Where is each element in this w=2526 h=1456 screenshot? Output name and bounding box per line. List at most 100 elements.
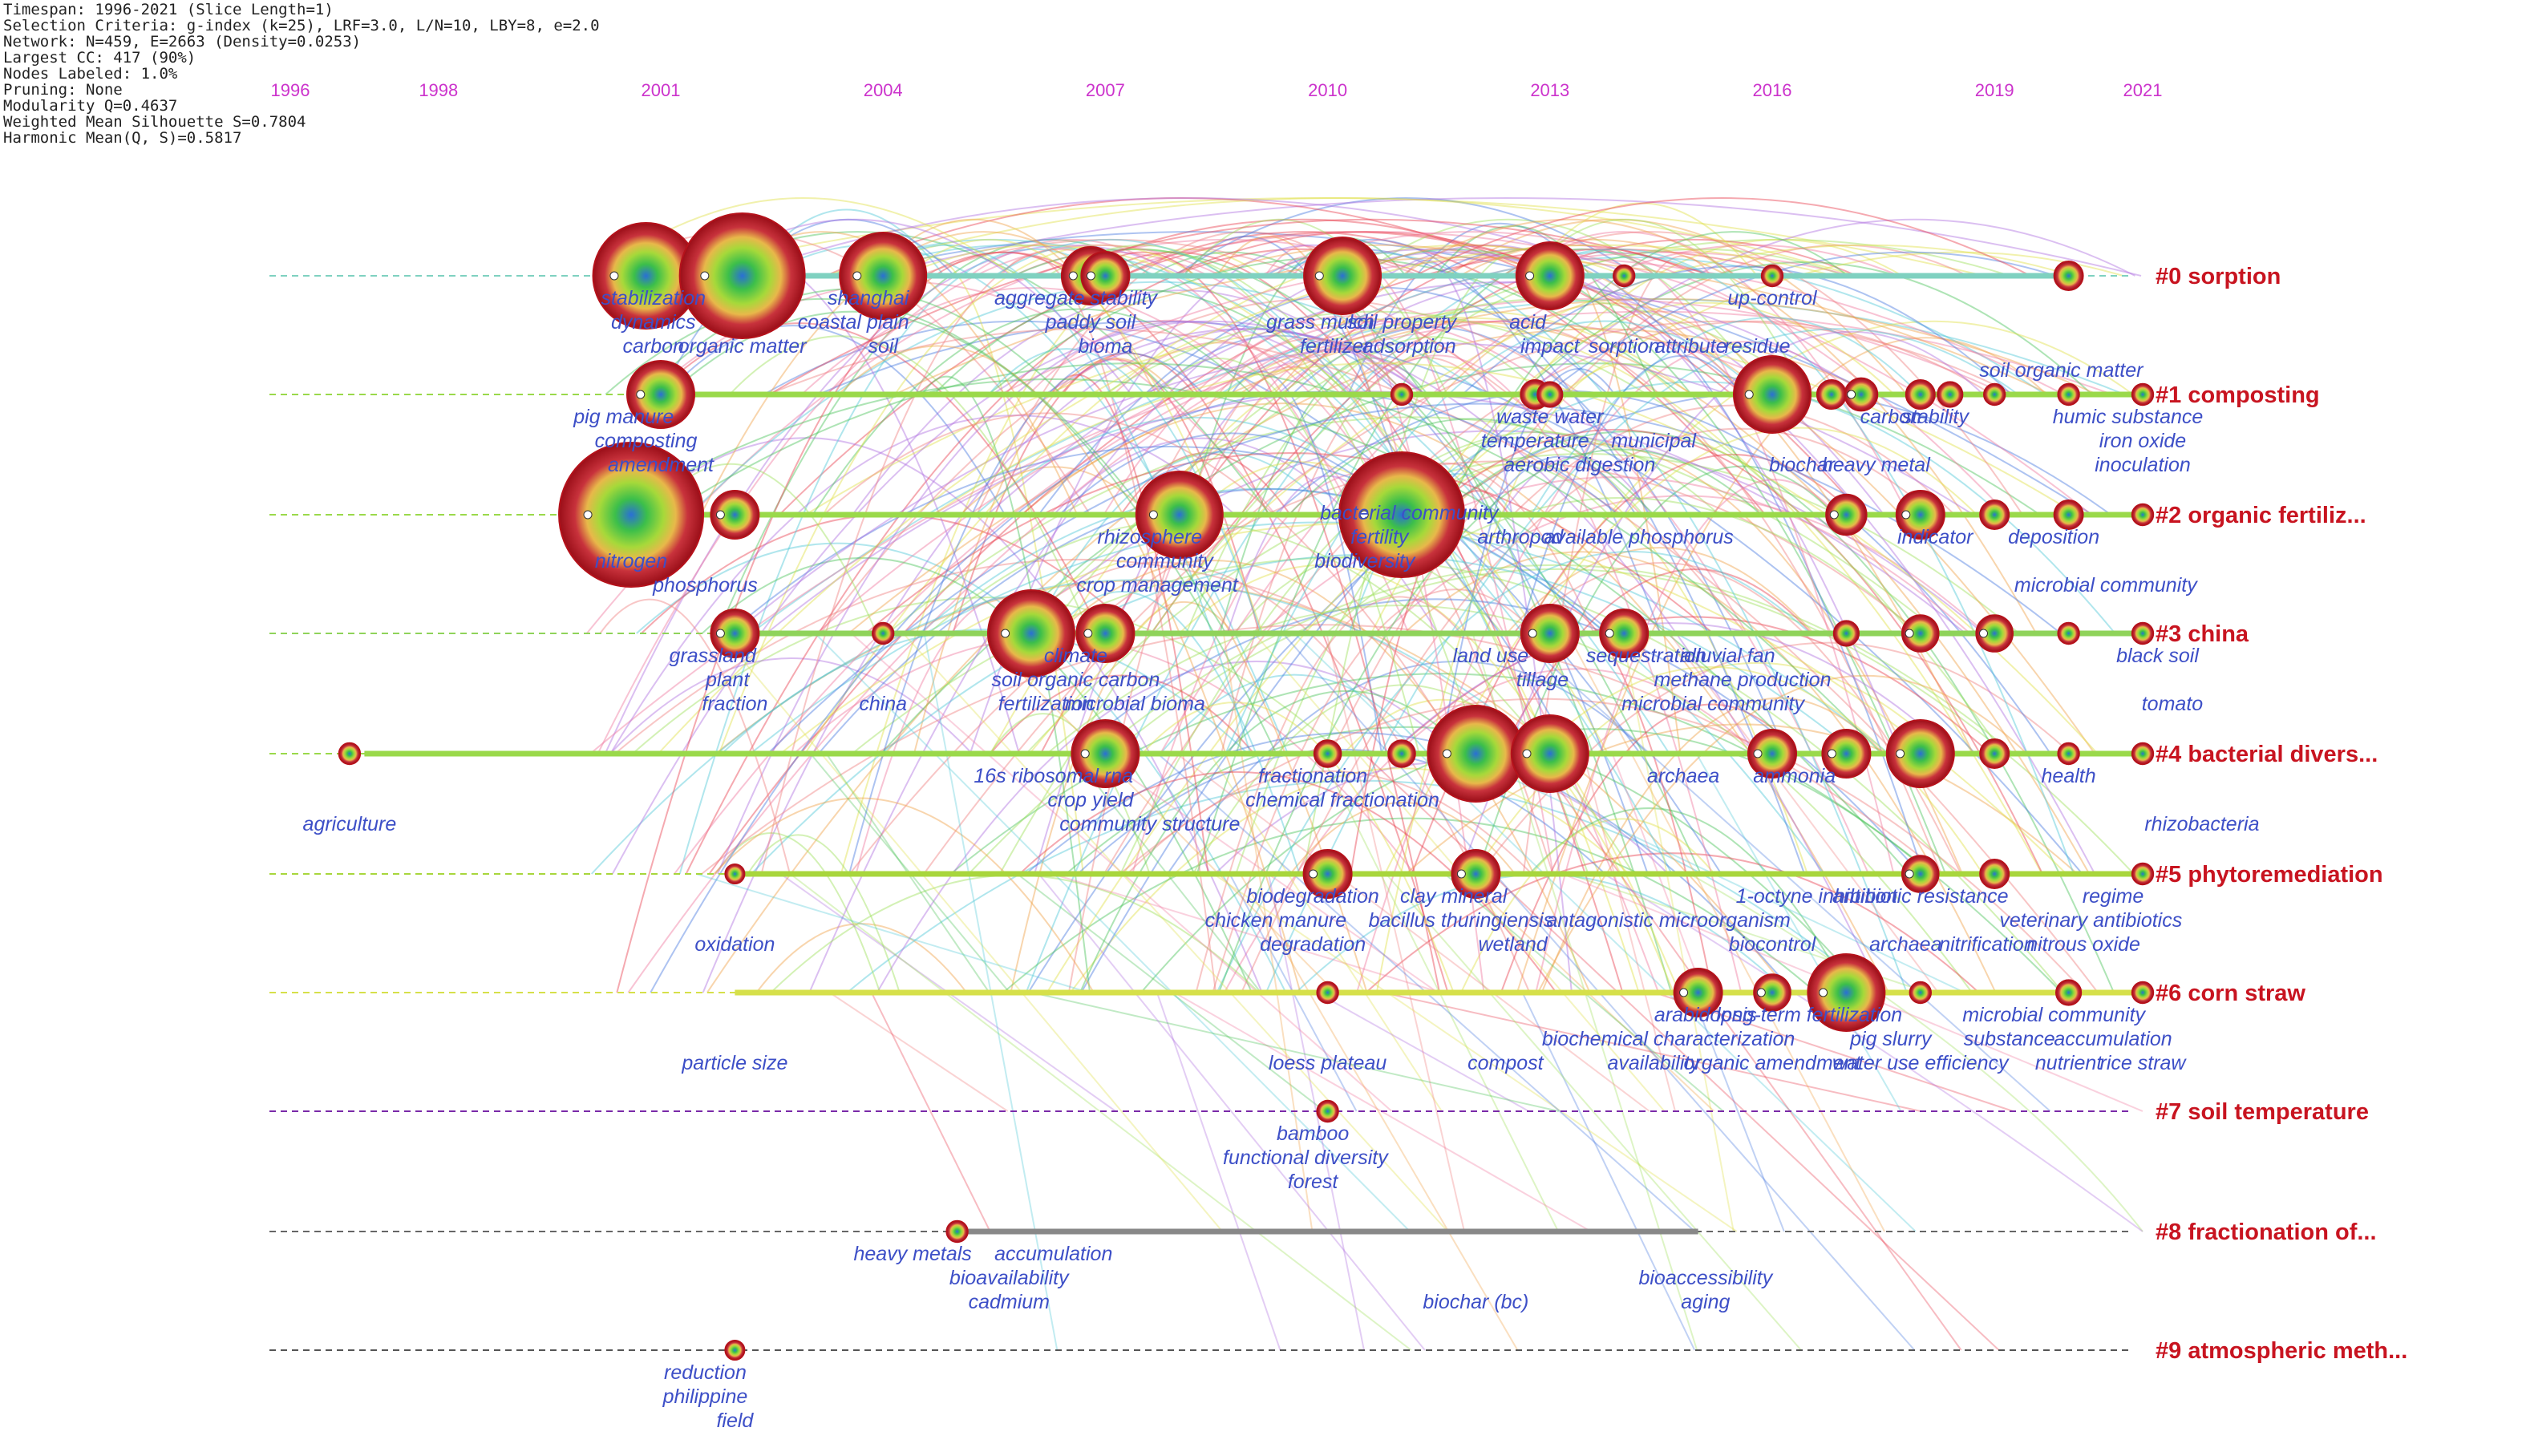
keyword-node[interactable] <box>1135 471 1224 559</box>
cluster-label[interactable]: #9 atmospheric meth... <box>2156 1338 2407 1364</box>
keyword-label: water use efficiency <box>1832 1052 2010 1074</box>
citation-arc <box>870 244 1252 754</box>
keyword-node[interactable] <box>2131 382 2155 406</box>
keyword-node[interactable] <box>558 442 705 588</box>
keyword-node[interactable] <box>338 742 362 766</box>
citation-arc <box>1031 992 1560 1112</box>
keyword-label: bioaccessibility <box>1638 1267 1773 1289</box>
citation-arc <box>1293 248 2096 875</box>
keyword-node[interactable] <box>1816 379 1847 410</box>
cluster-label[interactable]: #5 phytoremediation <box>2156 862 2383 888</box>
citation-arc <box>933 289 1349 395</box>
keyword-node[interactable] <box>1901 855 1940 893</box>
keyword-node[interactable] <box>626 360 695 429</box>
keyword-node[interactable] <box>1390 382 1414 406</box>
keyword-node[interactable] <box>2055 979 2083 1006</box>
citation-arc <box>1027 390 2111 993</box>
keyword-node[interactable] <box>872 621 895 645</box>
cluster-label[interactable]: #3 china <box>2156 621 2249 647</box>
keyword-node[interactable] <box>1673 968 1723 1017</box>
keyword-node[interactable] <box>1316 1099 1339 1123</box>
keyword-node[interactable] <box>1080 251 1131 301</box>
citation-arc <box>1359 218 1771 395</box>
keyword-node[interactable] <box>2057 621 2080 645</box>
keyword-node[interactable] <box>1825 493 1868 536</box>
keyword-node[interactable] <box>2131 862 2155 886</box>
cluster-label[interactable]: #7 soil temperature <box>2156 1099 2369 1125</box>
keyword-node[interactable] <box>1937 381 1964 408</box>
keyword-node[interactable] <box>1515 241 1585 310</box>
keyword-node[interactable] <box>710 609 760 658</box>
keyword-node[interactable] <box>1895 490 1945 540</box>
keyword-node[interactable] <box>1427 705 1525 803</box>
keyword-node[interactable] <box>1821 729 1872 779</box>
keyword-node[interactable] <box>839 232 928 320</box>
cluster-label[interactable]: #1 composting <box>2156 382 2320 408</box>
keyword-node[interactable] <box>1975 614 2014 653</box>
keyword-node[interactable] <box>2053 261 2084 291</box>
node-marker <box>1522 749 1532 758</box>
keyword-node[interactable] <box>1075 604 1135 663</box>
keyword-node[interactable] <box>1807 953 1886 1032</box>
keyword-node[interactable] <box>1316 981 1339 1005</box>
keyword-node[interactable] <box>1983 382 2006 406</box>
keyword-node[interactable] <box>1979 499 2010 530</box>
keyword-node[interactable] <box>2131 503 2155 527</box>
citation-arc <box>1512 404 1956 516</box>
keyword-node[interactable] <box>1905 379 1936 410</box>
citation-arc <box>636 542 1287 993</box>
keyword-node[interactable] <box>1747 729 1797 779</box>
citation-arc <box>852 244 1670 754</box>
citation-arc <box>1025 453 2020 754</box>
keyword-node[interactable] <box>1832 620 1860 647</box>
keyword-node[interactable] <box>2131 742 2155 766</box>
keyword-node[interactable] <box>1313 739 1342 768</box>
cluster-label[interactable]: #8 fractionation of... <box>2156 1219 2377 1245</box>
keyword-node[interactable] <box>2057 382 2080 406</box>
cluster-label[interactable]: #6 corn straw <box>2156 981 2305 1006</box>
node-marker <box>1442 749 1451 758</box>
keyword-node[interactable] <box>1753 973 1791 1012</box>
keyword-node[interactable] <box>2053 499 2084 530</box>
keyword-node[interactable] <box>1733 355 1812 434</box>
keyword-node[interactable] <box>678 212 806 339</box>
keyword-node[interactable] <box>2131 981 2155 1005</box>
keyword-node[interactable] <box>1303 237 1382 315</box>
keyword-node[interactable] <box>724 863 746 884</box>
keyword-node[interactable] <box>1613 264 1636 288</box>
node-marker <box>715 629 725 638</box>
keyword-node[interactable] <box>1901 614 1940 653</box>
citation-arc <box>635 437 1263 993</box>
citation-arc <box>779 231 1569 516</box>
keyword-node[interactable] <box>1909 981 1933 1005</box>
keyword-node[interactable] <box>1979 738 2010 769</box>
citation-arc <box>1531 248 1895 875</box>
cluster-label[interactable]: #0 sorption <box>2156 264 2281 289</box>
keyword-node[interactable] <box>710 490 760 540</box>
citation-arc <box>1353 244 1974 754</box>
keyword-node[interactable] <box>945 1219 969 1244</box>
keyword-node[interactable] <box>1302 849 1353 899</box>
keyword-node[interactable] <box>1071 719 1140 788</box>
keyword-node[interactable] <box>2131 621 2155 645</box>
keyword-node[interactable] <box>1387 739 1416 768</box>
cluster-label[interactable]: #2 organic fertiliz... <box>2156 503 2366 528</box>
keyword-label: acid <box>1509 311 1547 334</box>
keyword-node[interactable] <box>1885 719 1955 788</box>
citation-arc <box>727 446 1613 634</box>
keyword-node[interactable] <box>987 589 1075 677</box>
keyword-node[interactable] <box>1599 609 1650 658</box>
keyword-node[interactable] <box>1844 377 1879 412</box>
keyword-node[interactable] <box>1338 451 1465 578</box>
keyword-node[interactable] <box>1536 381 1564 408</box>
keyword-node[interactable] <box>724 1340 746 1361</box>
citation-arc <box>1057 560 1591 993</box>
keyword-node[interactable] <box>1451 849 1501 899</box>
keyword-node[interactable] <box>1520 604 1580 663</box>
keyword-node[interactable] <box>1979 859 2010 889</box>
keyword-node[interactable] <box>2057 742 2080 766</box>
keyword-node[interactable] <box>1510 714 1589 793</box>
keyword-node[interactable] <box>1760 264 1784 288</box>
cluster-label[interactable]: #4 bacterial divers... <box>2156 742 2378 767</box>
citation-arc <box>1062 358 1261 634</box>
